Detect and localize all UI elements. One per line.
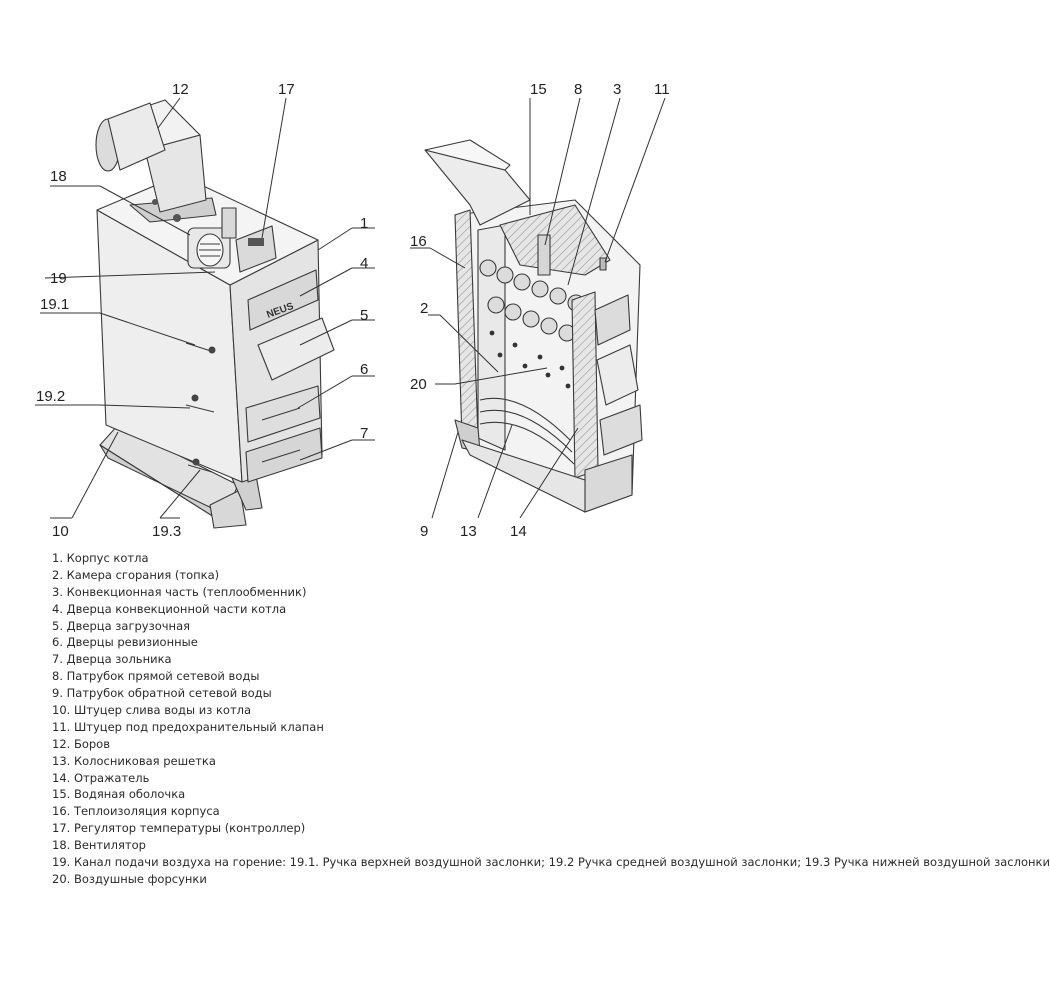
boiler-diagram: NEUS xyxy=(35,81,670,540)
legend-item: 16. Теплоизоляция корпуса xyxy=(52,804,220,819)
legend-item: 6. Дверцы ревизионные xyxy=(52,635,198,650)
inspection-doors xyxy=(245,385,321,443)
callout-5: 5 xyxy=(360,307,368,324)
legend-item: 15. Водяная оболочка xyxy=(52,787,186,802)
callout-9: 9 xyxy=(420,523,428,540)
callout-8: 8 xyxy=(574,81,582,98)
callout-15: 15 xyxy=(530,81,547,98)
callout-16: 16 xyxy=(410,233,427,250)
legend-item: 20. Воздушные форсунки xyxy=(52,871,207,886)
callout-12: 12 xyxy=(172,81,189,98)
legend-item: 11. Штуцер под предохранительный клапан xyxy=(52,719,324,734)
callout-18: 18 xyxy=(50,168,67,185)
boiler-cutaway-view xyxy=(424,139,643,513)
callout-17: 17 xyxy=(278,81,295,98)
legend-item: 4. Дверца конвекционной части котла xyxy=(52,601,287,616)
grate-bars xyxy=(479,397,575,465)
callout-19: 19 xyxy=(50,270,67,287)
temperature-controller xyxy=(235,225,277,273)
air-nozzles xyxy=(489,330,571,389)
legend-item: 5. Дверца загрузочная xyxy=(52,618,191,633)
legend-item: 2. Камера сгорания (топка) xyxy=(52,567,220,582)
legend-item: 9. Патрубок обратной сетевой воды xyxy=(52,686,272,701)
convection-door xyxy=(247,269,319,331)
legend-item: 7. Дверца зольника xyxy=(52,652,172,667)
callout-6: 6 xyxy=(360,361,368,378)
fan-unit xyxy=(187,207,237,269)
legend-item: 8. Патрубок прямой сетевой воды xyxy=(52,669,260,684)
air-damper-handles xyxy=(185,342,216,473)
callout-1: 1 xyxy=(360,215,368,232)
legend-item: 3. Конвекционная часть (теплообменник) xyxy=(52,584,307,599)
callout-labels: 12 17 18 19 19.1 19.2 10 19.3 1 4 5 6 7 … xyxy=(36,81,670,540)
callout-11: 11 xyxy=(654,81,670,98)
legend-item: 19. Канал подачи воздуха на горение: 19.… xyxy=(52,855,1050,870)
parts-legend: 1. Корпус котла 2. Камера сгорания (топк… xyxy=(52,550,1050,888)
callout-19-3: 19.3 xyxy=(152,523,181,540)
legend-item: 10. Штуцер слива воды из котла xyxy=(52,703,252,718)
callout-7: 7 xyxy=(360,425,368,442)
legend-item: 12. Боров xyxy=(52,736,110,751)
callout-4: 4 xyxy=(360,255,368,272)
callout-19-2: 19.2 xyxy=(36,388,65,405)
legend-item: 14. Отражатель xyxy=(52,770,150,785)
legend-item: 13. Колосниковая решетка xyxy=(52,753,216,768)
callout-3: 3 xyxy=(613,81,621,98)
legend-item: 1. Корпус котла xyxy=(52,551,149,565)
callout-19-1: 19.1 xyxy=(40,296,69,313)
legend-item: 18. Вентилятор xyxy=(52,838,146,853)
callout-20: 20 xyxy=(410,376,427,393)
boiler-exterior-view: NEUS xyxy=(95,99,335,529)
callout-13: 13 xyxy=(460,523,477,540)
callout-10: 10 xyxy=(52,523,69,540)
flue-pipe xyxy=(95,99,217,223)
legend-item: 17. Регулятор температуры (контроллер) xyxy=(52,821,306,836)
loading-door xyxy=(257,317,335,381)
leader-lines xyxy=(35,97,666,519)
callout-14: 14 xyxy=(510,523,527,540)
callout-2: 2 xyxy=(420,300,428,317)
